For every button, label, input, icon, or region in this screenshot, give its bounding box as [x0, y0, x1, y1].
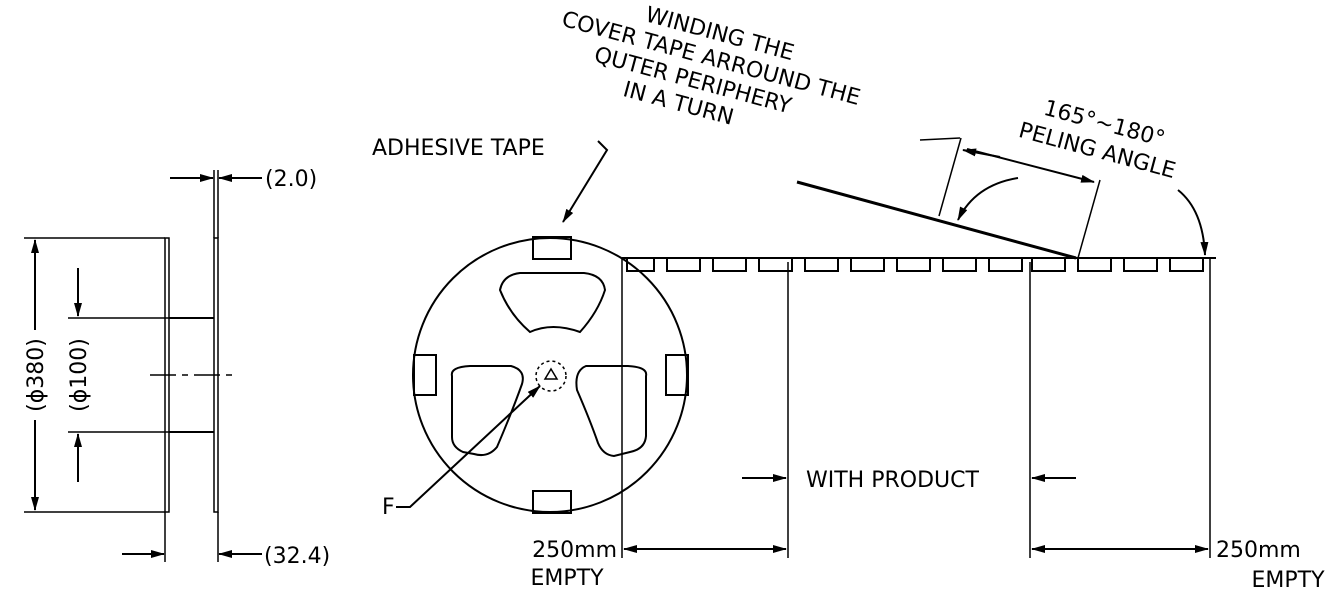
tape-pocket	[804, 257, 839, 272]
with-product-label: WITH PRODUCT	[806, 468, 979, 493]
tape-pad-bottom	[532, 490, 572, 514]
winding-note: WINDING THE COVER TAPE ARROUND THE QUTER…	[559, 3, 863, 131]
adhesive-leader	[562, 140, 609, 223]
peel-angle-arc-right	[1177, 189, 1209, 256]
tape-pad-left	[413, 354, 437, 396]
reel-side-view	[24, 170, 262, 562]
width-label: (32.4)	[264, 544, 330, 569]
center-triangle	[543, 367, 559, 380]
tape-pocket	[896, 257, 931, 272]
cover-tape	[796, 180, 1077, 260]
tape-pad-top	[532, 236, 572, 260]
center-hole	[535, 360, 567, 392]
center-leader	[396, 385, 541, 508]
reel-front-view	[396, 140, 689, 514]
left-empty-value: 250mm	[532, 538, 617, 563]
winding-leader	[919, 137, 961, 141]
peel-angle-arc-left	[957, 177, 1019, 221]
reel-window-right	[575, 365, 648, 458]
tape-pocket	[1077, 257, 1112, 272]
reel-window-top	[498, 272, 607, 334]
outer-dia-label: (ϕ380)	[24, 338, 49, 412]
gap-label: (2.0)	[265, 167, 317, 192]
hub-dia-label: (ϕ100)	[67, 338, 92, 412]
tape-pocket	[666, 257, 701, 272]
tape-pocket	[942, 257, 977, 272]
right-empty-text: EMPTY	[1251, 568, 1325, 593]
peel-ext-left	[938, 137, 962, 217]
right-empty-value: 250mm	[1216, 538, 1301, 563]
carrier-tape	[621, 137, 1216, 558]
adhesive-tape-label: ADHESIVE TAPE	[372, 136, 545, 161]
tape-pocket	[626, 257, 655, 272]
tape-pocket	[1031, 257, 1066, 272]
tape-pocket	[712, 257, 747, 272]
tape-pocket	[1123, 257, 1158, 272]
center-label: F	[382, 495, 395, 520]
reel-window-left	[450, 365, 524, 457]
tape-pocket	[988, 257, 1023, 272]
tape-pocket	[758, 257, 793, 272]
tape-pad-right	[665, 354, 689, 396]
peel-ext-right	[1077, 179, 1101, 259]
tape-pocket	[1169, 257, 1204, 272]
peel-angle-note: 165°~180° PELING ANGLE	[1016, 96, 1178, 184]
left-empty-text: EMPTY	[530, 566, 604, 591]
tape-pocket	[850, 257, 885, 272]
